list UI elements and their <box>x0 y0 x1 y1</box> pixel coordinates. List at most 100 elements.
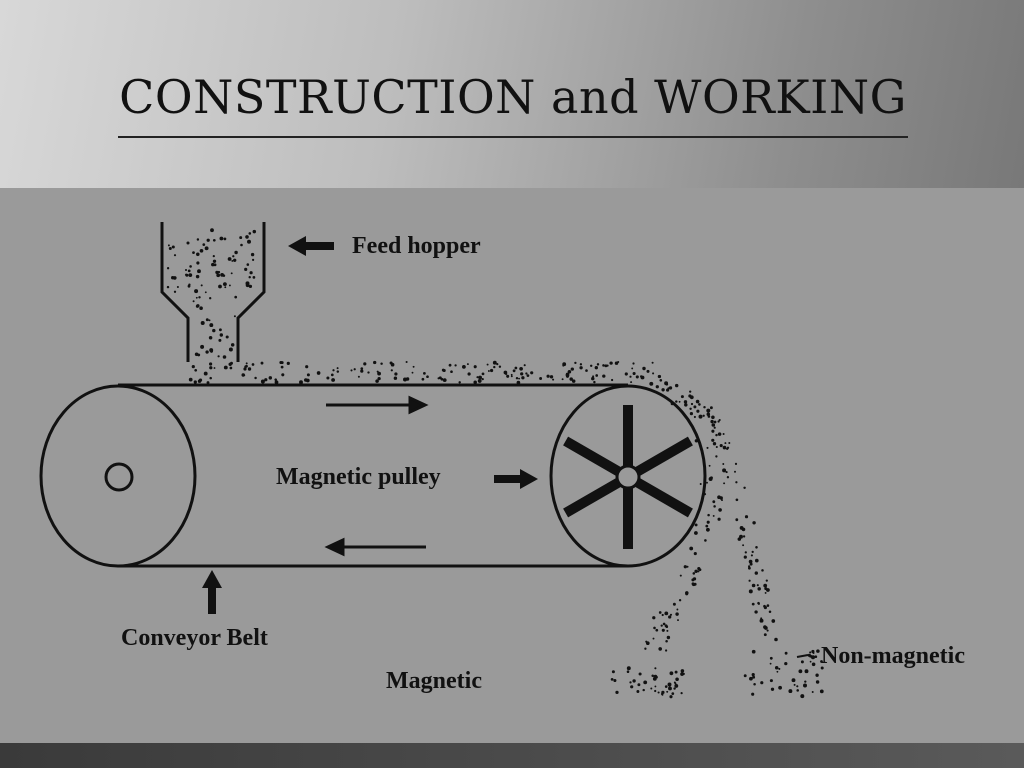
particle <box>492 360 497 365</box>
particle <box>591 377 594 381</box>
particle <box>467 372 471 376</box>
particle <box>669 695 673 699</box>
particle <box>208 319 211 322</box>
particle <box>332 369 335 372</box>
particle <box>209 362 213 366</box>
particle <box>760 681 764 685</box>
particle <box>286 361 290 365</box>
particle <box>676 608 679 611</box>
particle <box>264 378 268 382</box>
particle <box>803 683 807 688</box>
particle <box>693 405 697 409</box>
particle <box>665 382 669 386</box>
particle <box>765 579 768 582</box>
particle <box>735 481 738 484</box>
particle <box>229 366 233 370</box>
particle <box>766 629 769 632</box>
particle <box>218 328 222 332</box>
particle <box>305 365 309 369</box>
particle <box>363 362 367 366</box>
particle <box>571 379 576 383</box>
particle <box>735 498 739 502</box>
particle <box>759 618 764 623</box>
particle <box>706 520 710 524</box>
particle <box>706 446 709 449</box>
particle <box>630 381 633 384</box>
particle <box>723 482 726 485</box>
particle <box>661 690 665 695</box>
particle <box>815 673 819 677</box>
particle <box>655 628 659 632</box>
particle <box>642 688 645 692</box>
particle <box>173 290 177 293</box>
particle <box>234 295 238 299</box>
particle <box>658 647 662 651</box>
particle <box>710 419 714 424</box>
particle <box>223 365 228 370</box>
particle <box>766 604 770 607</box>
particle <box>252 276 256 279</box>
particle <box>680 669 685 673</box>
particle <box>473 365 477 369</box>
particle <box>771 619 776 623</box>
particle <box>632 679 636 683</box>
particle <box>677 619 679 622</box>
particle <box>756 584 759 587</box>
particle <box>748 579 751 582</box>
particle <box>664 685 668 688</box>
particle <box>448 363 452 367</box>
feed-hopper <box>160 222 266 362</box>
particle <box>213 263 217 267</box>
particle <box>757 587 761 591</box>
particle <box>250 252 255 257</box>
particle <box>490 368 494 373</box>
particle <box>523 364 526 367</box>
particle <box>748 566 751 570</box>
idler-pulley <box>39 384 197 568</box>
particle <box>233 258 237 262</box>
particle <box>200 344 205 349</box>
particle <box>640 375 645 380</box>
particle <box>820 666 824 670</box>
particle <box>217 270 221 274</box>
particle <box>186 241 190 245</box>
particle <box>680 672 684 676</box>
particle <box>330 373 334 377</box>
particle <box>689 411 694 416</box>
particle <box>778 685 782 690</box>
particle <box>595 374 599 377</box>
particle <box>709 406 713 410</box>
particle <box>188 283 191 286</box>
particle <box>426 375 429 379</box>
particle <box>763 606 767 610</box>
particle <box>661 388 665 392</box>
particle <box>380 362 383 365</box>
particle <box>442 368 446 373</box>
particle <box>689 390 692 393</box>
particle <box>234 250 238 255</box>
particle <box>196 261 200 265</box>
particle <box>200 321 205 325</box>
particle <box>744 515 749 519</box>
particle <box>519 366 523 371</box>
particle <box>279 360 283 365</box>
magnetic-pulley-hub <box>615 464 641 490</box>
particle <box>624 372 628 376</box>
particle <box>815 680 820 684</box>
particle <box>728 442 731 444</box>
particle <box>657 691 660 694</box>
particle <box>241 373 245 377</box>
belt-particles <box>188 360 655 385</box>
conveyor-belt <box>118 383 628 568</box>
particle <box>243 367 247 371</box>
particle <box>493 365 496 369</box>
particle <box>466 363 469 366</box>
particle <box>734 470 736 473</box>
particle <box>268 376 273 380</box>
particle <box>673 681 676 684</box>
particle <box>274 380 279 385</box>
particle <box>223 237 227 241</box>
particle <box>274 378 277 381</box>
particle <box>754 558 759 563</box>
particle <box>657 374 662 379</box>
